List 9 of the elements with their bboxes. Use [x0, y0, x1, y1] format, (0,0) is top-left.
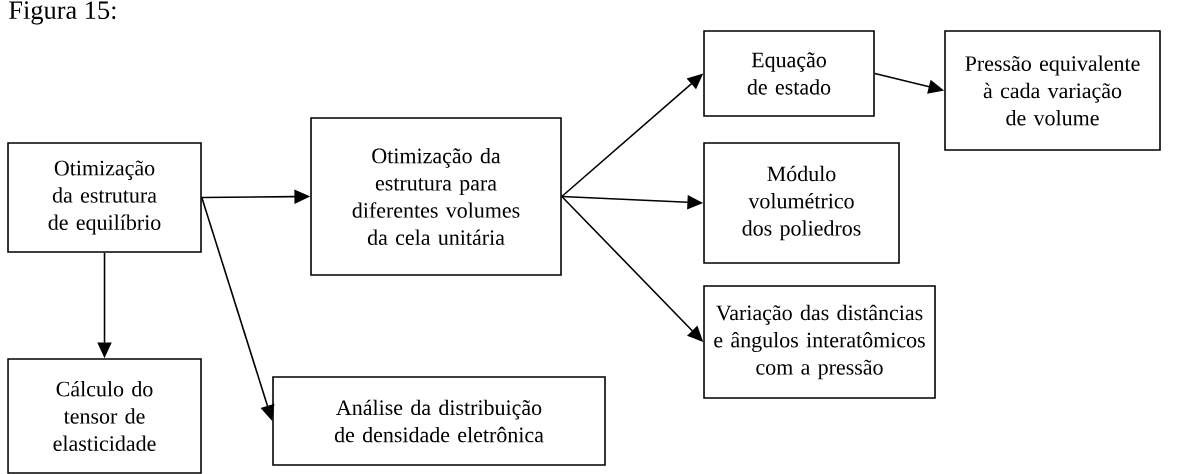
process-box: Cálculo do tensor de elasticidade — [7, 358, 202, 474]
process-box: Otimização da estrutura de equilíbrio — [7, 142, 202, 253]
process-box: Módulo volumétrico dos poliedros — [703, 142, 900, 264]
process-box: Otimização da estrutura para diferentes volumes da cela unitária — [310, 117, 562, 276]
process-box: Pressão equivalente à cada variação de volume — [944, 30, 1161, 151]
process-box: Análise da distribuição de densidade eletrônica — [272, 376, 606, 466]
figure-title: Figura 15: — [9, 1, 116, 25]
process-box: Variação das distâncias e ângulos interatômicos com a pressão — [703, 285, 936, 399]
process-box: Equação de estado — [703, 30, 875, 117]
